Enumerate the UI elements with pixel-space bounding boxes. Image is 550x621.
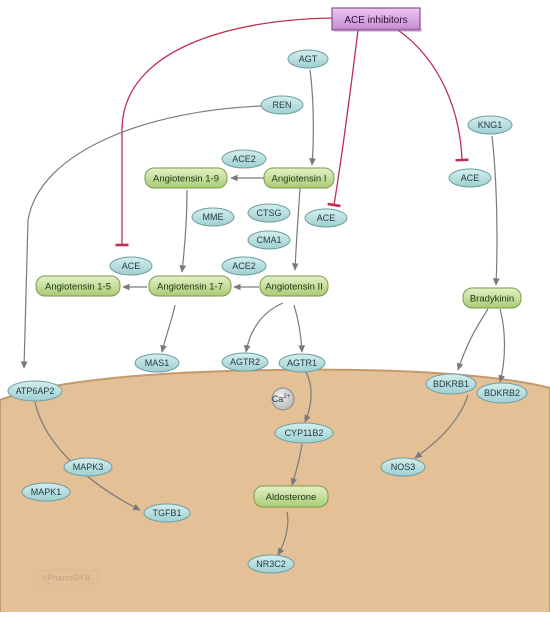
gene-node-agtr1[interactable]: AGTR1 xyxy=(278,353,326,373)
metabolite-label: Angiotensin 1-9 xyxy=(153,174,219,185)
activation-edges xyxy=(20,69,506,556)
metabolite-node-angiotensin-i[interactable]: Angiotensin I xyxy=(263,167,335,189)
gene-label: ACE2 xyxy=(232,154,256,164)
edge-aldosterone-nr3c2 xyxy=(277,511,289,556)
edge-ren-atp6ap2 xyxy=(20,105,263,369)
gene-node-ace2-mid[interactable]: ACE2 xyxy=(221,256,267,276)
gene-label: MAPK1 xyxy=(31,487,62,497)
gene-node-mapk1[interactable]: MAPK1 xyxy=(21,482,71,502)
gene-label: ATP6AP2 xyxy=(16,386,55,396)
edge-bdkrb1-nos3 xyxy=(414,394,469,459)
ion-charge: 2+ xyxy=(283,394,290,400)
gene-label: TGFB1 xyxy=(152,508,181,518)
gene-label: AGT xyxy=(299,54,318,64)
edge-ang17-mas1 xyxy=(160,304,176,353)
gene-node-ctsg[interactable]: CTSG xyxy=(247,203,291,223)
gene-label: MME xyxy=(203,212,224,222)
cell-bottom-cover xyxy=(0,612,550,621)
gene-node-agt[interactable]: AGT xyxy=(287,49,329,69)
metabolite-node-angiotensin-1-9[interactable]: Angiotensin 1-9 xyxy=(144,167,228,189)
edge-ang1-ang2 xyxy=(291,187,301,271)
watermark-text: ©PharmGKB xyxy=(42,574,91,583)
gene-label: CMA1 xyxy=(256,235,281,245)
edge-bradykinin-bdkrb2 xyxy=(498,308,506,383)
gene-node-nos3[interactable]: NOS3 xyxy=(380,457,426,477)
metabolite-label: Angiotensin 1-7 xyxy=(157,282,223,293)
gene-node-ace2-top[interactable]: ACE2 xyxy=(221,149,267,169)
gene-node-cyp11b2[interactable]: CYP11B2 xyxy=(274,422,334,444)
inhibit-edge-ace-right xyxy=(397,29,469,162)
watermark-box xyxy=(33,569,99,585)
gene-label: CYP11B2 xyxy=(285,428,324,438)
ion-symbol: Ca xyxy=(272,394,284,404)
edge-kng1-bradykinin xyxy=(491,135,500,286)
edge-agtr1-cyp11b2 xyxy=(304,371,312,423)
gene-node-tgfb1[interactable]: TGFB1 xyxy=(143,503,191,523)
gene-label: CTSG xyxy=(256,208,281,218)
gene-node-bdkrb1[interactable]: BDKRB1 xyxy=(425,373,477,395)
metabolite-label: Aldosterone xyxy=(266,492,317,503)
metabolite-node-aldosterone[interactable]: Aldosterone xyxy=(253,485,329,508)
gene-node-nr3c2[interactable]: NR3C2 xyxy=(247,554,295,574)
gene-node-ace-right[interactable]: ACE xyxy=(448,168,492,188)
metabolite-node-angiotensin-1-7[interactable]: Angiotensin 1-7 xyxy=(148,275,232,297)
metabolite-node-angiotensin-1-5[interactable]: Angiotensin 1-5 xyxy=(35,275,121,297)
inhibition-edges xyxy=(115,17,469,247)
inhibit-edge-ace-left xyxy=(115,17,341,247)
gene-label: ACE xyxy=(122,261,141,271)
gene-node-ren[interactable]: REN xyxy=(260,95,304,115)
gene-label: NR3C2 xyxy=(256,559,286,569)
metabolite-node-angiotensin-ii[interactable]: Angiotensin II xyxy=(259,275,329,297)
gene-node-ace-mid[interactable]: ACE xyxy=(304,208,348,228)
edge-cyp11b2-aldosterone xyxy=(290,443,303,486)
gene-label: ACE xyxy=(317,213,336,223)
ion-label: Ca2+ xyxy=(272,394,291,404)
gene-label: BDKRB2 xyxy=(484,388,520,398)
gene-node-cma1[interactable]: CMA1 xyxy=(247,230,291,250)
gene-label: AGTR2 xyxy=(230,357,260,367)
gene-label: MAPK3 xyxy=(73,462,104,472)
drug-label: ACE inhibitors xyxy=(344,15,407,26)
gene-label: KNG1 xyxy=(478,120,503,130)
gene-label: MAS1 xyxy=(145,358,170,368)
metabolite-label: Bradykinin xyxy=(470,294,514,305)
gene-node-mme[interactable]: MME xyxy=(191,207,235,227)
gene-label: ACE xyxy=(461,173,480,183)
gene-node-atp6ap2[interactable]: ATP6AP2 xyxy=(7,380,63,402)
edge-ang2-agtr1 xyxy=(293,304,305,353)
metabolite-label: Angiotensin I xyxy=(272,174,327,185)
gene-node-bdkrb2[interactable]: BDKRB2 xyxy=(476,382,528,404)
gene-node-agtr2[interactable]: AGTR2 xyxy=(221,352,269,372)
gene-label: ACE2 xyxy=(232,261,256,271)
gene-label: AGTR1 xyxy=(287,358,317,368)
gene-node-mapk3[interactable]: MAPK3 xyxy=(63,457,113,477)
gene-label: BDKRB1 xyxy=(433,379,469,389)
metabolite-node-bradykinin[interactable]: Bradykinin xyxy=(462,287,522,309)
gene-node-ace-left[interactable]: ACE xyxy=(109,256,153,276)
edge-bradykinin-bdkrb1 xyxy=(456,308,489,371)
metabolite-label: Angiotensin 1-5 xyxy=(45,282,111,293)
edge-ang19-ang17 xyxy=(179,189,188,273)
drug-node-ace-inhibitors[interactable]: ACE inhibitors xyxy=(331,7,422,32)
gene-label: NOS3 xyxy=(391,462,416,472)
inhibit-edge-ace-mid xyxy=(327,29,359,208)
gene-node-mas1[interactable]: MAS1 xyxy=(134,353,180,373)
gene-node-kng1[interactable]: KNG1 xyxy=(467,115,513,135)
ion-node-calcium[interactable]: Ca2+ xyxy=(271,387,295,411)
edge-agt-ang1 xyxy=(309,69,316,166)
gene-label: REN xyxy=(272,100,291,110)
edge-ang2-agtr2 xyxy=(243,302,284,353)
metabolite-label: Angiotensin II xyxy=(265,282,323,293)
